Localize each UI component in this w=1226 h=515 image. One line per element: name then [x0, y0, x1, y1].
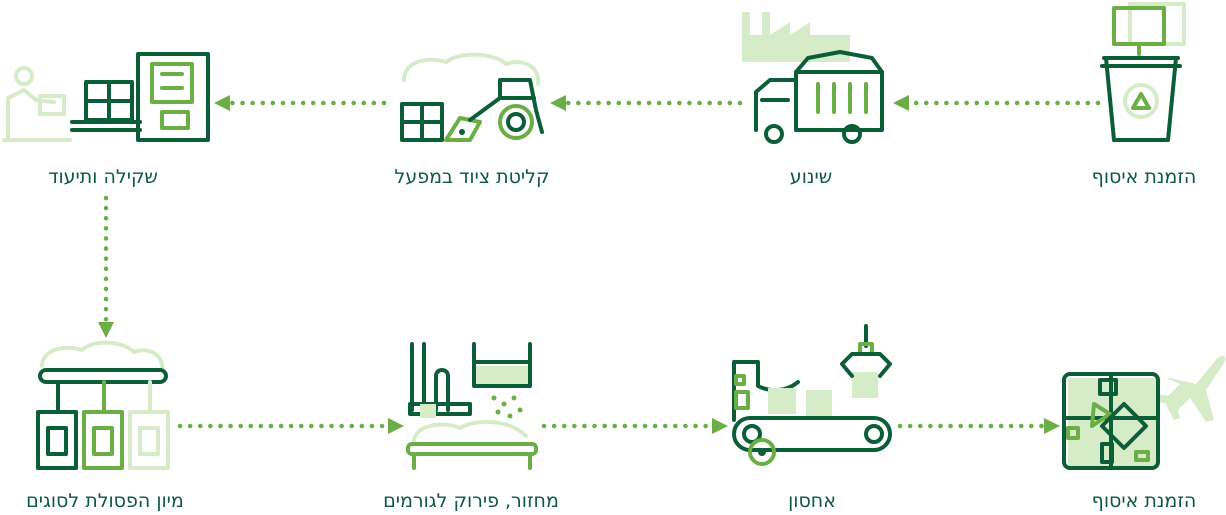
- flow-arrow-transport-to-receiving: [550, 95, 743, 111]
- recycle-bin-icon: [1100, 2, 1186, 142]
- step-label-collection-order-2: הזמנת איסוף: [1092, 490, 1197, 512]
- step-label-receiving: קליטת ציוד במפעל: [395, 166, 550, 188]
- step-label-transport: שינוע: [790, 166, 832, 188]
- flow-arrow-sorting-to-recycling: [177, 418, 404, 434]
- step-label-collection-order-1: הזמנת איסוף: [1092, 166, 1197, 188]
- garbage-truck-icon: [742, 12, 884, 144]
- flow-arrow-recycling-to-storage: [541, 418, 728, 434]
- step-label-recycling: מחזור, פירוק לגורמים: [383, 490, 559, 512]
- weighing-station-icon: [2, 52, 210, 142]
- flow-arrow-storage-to-order: [897, 418, 1060, 434]
- flow-arrow-order-to-transport: [893, 95, 1101, 111]
- step-label-weighing: שקילה ותיעוד: [48, 166, 158, 188]
- step-label-storage: אחסון: [788, 490, 836, 512]
- world-map-plane-icon: [1062, 355, 1226, 470]
- recycling-plant-icon: [406, 342, 538, 470]
- flow-arrow-weighing-to-sorting: [98, 195, 114, 338]
- flow-arrow-receiving-to-weighing: [214, 95, 387, 111]
- step-label-sorting: מיון הפסולת לסוגים: [26, 490, 184, 512]
- bulldozer-icon: [400, 52, 544, 142]
- sorting-bins-icon: [36, 340, 170, 470]
- conveyor-storage-icon: [732, 324, 892, 466]
